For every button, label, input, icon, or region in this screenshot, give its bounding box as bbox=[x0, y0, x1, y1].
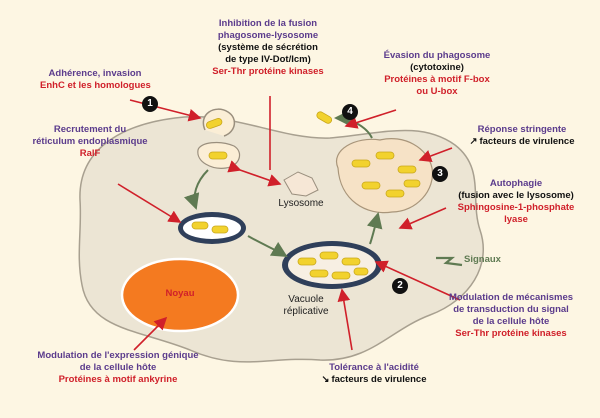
transduction-title-2: de transduction du signal bbox=[453, 304, 569, 315]
process-arrow-to-late bbox=[366, 212, 383, 245]
process-arrow-to-vacuole bbox=[247, 235, 288, 258]
label-expression: Modulation de l'expression génique de la… bbox=[18, 350, 218, 386]
pointer-transduction bbox=[374, 260, 461, 301]
lysosome bbox=[283, 171, 319, 197]
nucleus-text: Noyau bbox=[165, 288, 195, 299]
evasion-detail-2: ou U-box bbox=[416, 86, 458, 97]
inhibition-detail: Ser-Thr protéine kinases bbox=[212, 66, 324, 77]
pointer-acid bbox=[337, 288, 353, 351]
label-signals: Signaux bbox=[464, 254, 524, 266]
step-badge-3: 3 bbox=[432, 166, 448, 182]
stringent-sub: facteurs de virulence bbox=[479, 136, 575, 147]
inhibition-title-1: Inhibition de la fusion bbox=[218, 18, 318, 29]
expression-detail: Protéines à motif ankyrine bbox=[58, 374, 178, 385]
process-arrow-entry bbox=[183, 169, 209, 210]
transduction-title-3: de la cellule hôte bbox=[472, 316, 550, 327]
reticulum-title-2: réticulum endoplasmique bbox=[32, 136, 148, 147]
signals-text: Signaux bbox=[464, 254, 501, 265]
lysosome-text: Lysosome bbox=[278, 198, 324, 209]
up-arrow-icon: ↗ bbox=[469, 136, 478, 147]
acid-sub-row: ↘facteurs de virulence bbox=[304, 374, 444, 386]
expression-title-1: Modulation de l'expression génique bbox=[37, 350, 199, 361]
autophagy-title: Autophagie bbox=[489, 178, 543, 189]
entering-bacterium bbox=[206, 118, 223, 129]
reticulum-title-1: Recrutement du bbox=[53, 124, 127, 135]
stringent-title: Réponse stringente bbox=[477, 124, 567, 135]
evasion-detail-1: Protéines à motif F-box bbox=[384, 74, 490, 85]
label-nucleus: Noyau bbox=[150, 288, 210, 300]
stringent-sub-row: ↗facteurs de virulence bbox=[456, 136, 588, 148]
adhesion-detail: EnhC et les homologues bbox=[40, 80, 151, 91]
autophagy-sub: (fusion avec le lysosome) bbox=[458, 190, 574, 201]
label-autophagy: Autophagie (fusion avec le lysosome) Sph… bbox=[446, 178, 586, 226]
label-inhibition: Inhibition de la fusion phagosome-lysoso… bbox=[198, 18, 338, 78]
label-evasion: Évasion du phagosome (cytotoxine) Protéi… bbox=[372, 50, 502, 98]
transduction-title-1: Modulation de mécanismes bbox=[448, 292, 574, 303]
pointer-inhibition-arrow bbox=[227, 160, 282, 187]
label-lysosome: Lysosome bbox=[266, 198, 336, 210]
inhibition-title-2: phagosome-lysosome bbox=[217, 30, 319, 41]
pointer-stringent bbox=[418, 147, 453, 163]
reticulum-detail: RalF bbox=[79, 148, 101, 159]
pointer-adhesion bbox=[129, 99, 202, 122]
transduction-detail: Ser-Thr protéine kinases bbox=[455, 328, 567, 339]
evasion-title: Évasion du phagosome bbox=[383, 50, 491, 61]
step-badge-4: 4 bbox=[342, 104, 358, 120]
adhesion-title: Adhérence, invasion bbox=[48, 68, 142, 79]
expression-title-2: de la cellule hôte bbox=[79, 362, 157, 373]
er-phagosome bbox=[178, 212, 246, 244]
autophagy-detail-1: Sphingosine-1-phosphate bbox=[457, 202, 575, 213]
inhibition-sub-2: de type IV-Dot/Icm) bbox=[225, 54, 311, 65]
vacuole-text-1: Vacuole bbox=[288, 294, 324, 305]
step-badge-2: 2 bbox=[392, 278, 408, 294]
label-adhesion: Adhérence, invasion EnhC et les homologu… bbox=[40, 68, 151, 92]
autophagy-detail-2: lyase bbox=[504, 214, 528, 225]
late-vacuole bbox=[335, 138, 434, 214]
acid-sub: facteurs de virulence bbox=[331, 374, 427, 385]
evasion-sub: (cytotoxine) bbox=[410, 62, 464, 73]
nucleus bbox=[120, 257, 240, 333]
pointer-expression bbox=[133, 316, 168, 351]
pointer-reticulum bbox=[117, 183, 182, 223]
label-vacuole: Vacuole réplicative bbox=[266, 294, 346, 318]
inhibition-sub-1: (système de sécrétion bbox=[218, 42, 318, 53]
label-transduction: Modulation de mécanismes de transduction… bbox=[430, 292, 592, 340]
acid-title: Tolérance à l'acidité bbox=[329, 362, 419, 373]
signals-arrow bbox=[436, 256, 463, 267]
pointer-autophagy bbox=[398, 207, 447, 230]
pointer-evasion bbox=[344, 109, 397, 129]
vacuole-text-2: réplicative bbox=[283, 306, 329, 317]
step-badge-1: 1 bbox=[142, 96, 158, 112]
down-arrow-icon: ↘ bbox=[321, 374, 330, 385]
label-stringent: Réponse stringente ↗facteurs de virulenc… bbox=[456, 124, 588, 148]
escaping-bacterium bbox=[316, 111, 333, 124]
replicative-vacuole bbox=[282, 241, 382, 289]
label-acid: Tolérance à l'acidité ↘facteurs de virul… bbox=[304, 362, 444, 386]
label-reticulum: Recrutement du réticulum endoplasmique R… bbox=[10, 124, 170, 160]
